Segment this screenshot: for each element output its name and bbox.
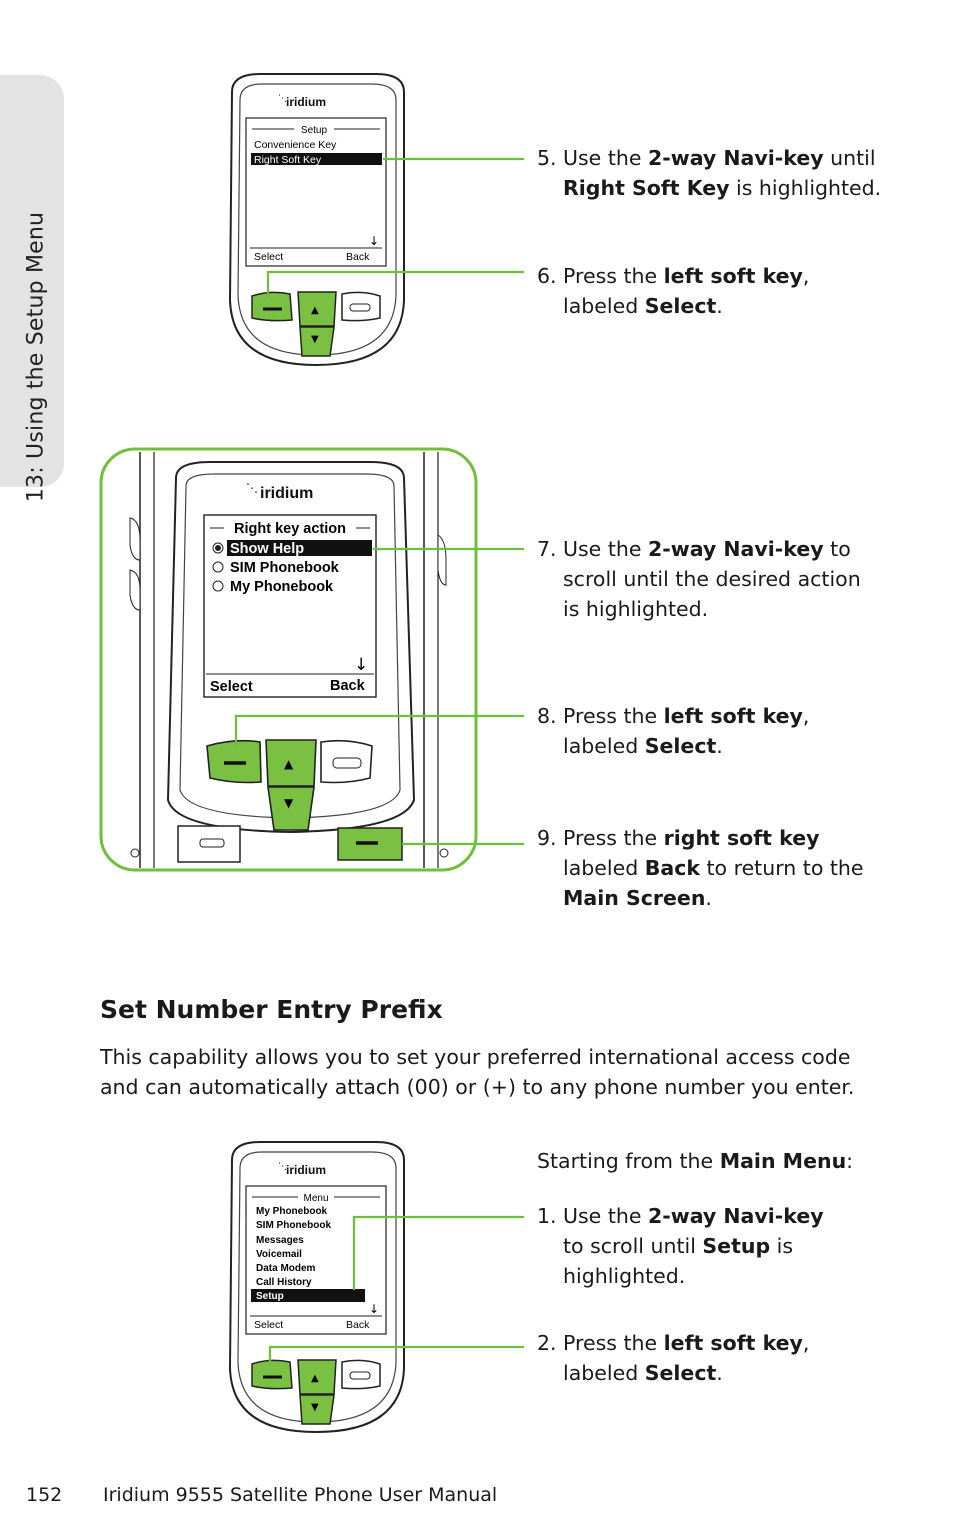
right-soft-key-2[interactable] xyxy=(320,739,373,784)
menu-item: Messages xyxy=(256,1235,304,1246)
navi-up-key-2[interactable] xyxy=(265,739,317,787)
right-soft-key-1[interactable] xyxy=(341,291,381,322)
phone-2: iridium ⋱ Right key action Show Help SIM… xyxy=(99,447,524,872)
option: SIM Phonebook xyxy=(230,560,340,576)
soft-label-right-2: Back xyxy=(330,678,366,694)
menu-item-highlighted: Right Soft Key xyxy=(254,154,322,166)
screen-title-2: Right key action xyxy=(234,521,346,537)
soft-label-left-3: Select xyxy=(254,1319,283,1331)
section-heading: Set Number Entry Prefix xyxy=(100,995,443,1024)
iridium-logo-1: iridium xyxy=(286,95,326,109)
menu-item: Call History xyxy=(256,1277,312,1288)
phone-1: iridium ⋱ Setup Convenience Key Right So… xyxy=(228,73,524,367)
down-triangle-icon: ▼ xyxy=(284,796,294,810)
menu-item: My Phonebook xyxy=(256,1206,328,1217)
soft-label-left-1: Select xyxy=(254,251,283,263)
soft-label-right-3: Back xyxy=(346,1319,370,1331)
left-soft-key-1[interactable] xyxy=(251,291,293,322)
up-arrow-icon: ▲ xyxy=(284,757,294,771)
soft-label-left-2: Select xyxy=(210,679,253,695)
phone-3: iridium ⋱ Menu My Phonebook SIM Phoneboo… xyxy=(228,1141,524,1434)
highlight-bar-2 xyxy=(227,540,372,556)
down-arrow-icon: ↓ xyxy=(369,1302,379,1316)
logo-mark-icon-1: ⋱ xyxy=(278,94,287,104)
page-number: 152 xyxy=(26,1484,63,1506)
step-7: 7.Use the 2-way Navi-key to scroll until… xyxy=(537,537,861,621)
highlight-frame xyxy=(99,447,478,872)
option: My Phonebook xyxy=(230,579,334,595)
step-1: 1.Use the 2-way Navi-key to scroll until… xyxy=(537,1204,824,1288)
up-arrow-icon: ▲ xyxy=(311,305,319,316)
logo-mark-icon-2: ⋱ xyxy=(246,481,258,495)
navi-down-key-3[interactable] xyxy=(299,1394,335,1425)
right-soft-key-3[interactable] xyxy=(341,1359,381,1390)
step-6: 6.Press the left soft key, labeled Selec… xyxy=(537,264,810,318)
logo-mark-icon-3: ⋱ xyxy=(278,1162,287,1172)
soft-label-right-1: Back xyxy=(346,251,370,263)
option-highlighted: Show Help xyxy=(230,541,304,557)
menu-item: SIM Phonebook xyxy=(256,1220,331,1231)
navi-down-key-1[interactable] xyxy=(299,326,335,357)
up-arrow-icon: ▲ xyxy=(311,1373,319,1384)
step-2: 2.Press the left soft key, labeled Selec… xyxy=(537,1331,810,1385)
iridium-logo-3: iridium xyxy=(286,1163,326,1177)
screen-title-1: Setup xyxy=(301,125,328,136)
menu-item: Convenience Key xyxy=(254,139,337,151)
navi-up-key-1[interactable] xyxy=(297,291,337,327)
section-paragraph: This capability allows you to set your p… xyxy=(100,1045,855,1099)
down-triangle-icon: ▼ xyxy=(311,1402,319,1413)
menu-item: Data Modem xyxy=(256,1263,316,1274)
down-arrow-icon: ↓ xyxy=(369,234,379,248)
radio-icon xyxy=(212,561,224,573)
navi-up-key-3[interactable] xyxy=(297,1359,337,1395)
chapter-tab: 13: Using the Setup Menu xyxy=(0,75,64,502)
menu-item-highlighted: Setup xyxy=(256,1291,284,1302)
step-9: 9.Press the right soft key labeled Back … xyxy=(537,826,864,910)
highlight-bar-1 xyxy=(251,153,382,165)
left-soft-key-3[interactable] xyxy=(251,1359,293,1390)
highlight-bar-3 xyxy=(251,1289,365,1302)
manual-title: Iridium 9555 Satellite Phone User Manual xyxy=(103,1484,498,1506)
iridium-logo-2: iridium xyxy=(260,485,313,502)
screen-1 xyxy=(245,117,387,267)
navi-down-key-2[interactable] xyxy=(267,786,315,831)
screen-3 xyxy=(245,1185,387,1335)
step-5: 5.Use the 2-way Navi-key until Right Sof… xyxy=(537,146,882,200)
menu-item: Voicemail xyxy=(256,1249,302,1260)
screen-title-3: Menu xyxy=(303,1193,328,1204)
down-arrow-icon: ↓ xyxy=(354,655,368,675)
lower-left-key[interactable] xyxy=(177,825,241,863)
down-triangle-icon: ▼ xyxy=(311,334,319,345)
intro-line: Starting from the Main Menu: xyxy=(537,1149,854,1173)
radio-icon xyxy=(212,580,224,592)
step-8: 8.Press the left soft key, labeled Selec… xyxy=(537,704,810,758)
